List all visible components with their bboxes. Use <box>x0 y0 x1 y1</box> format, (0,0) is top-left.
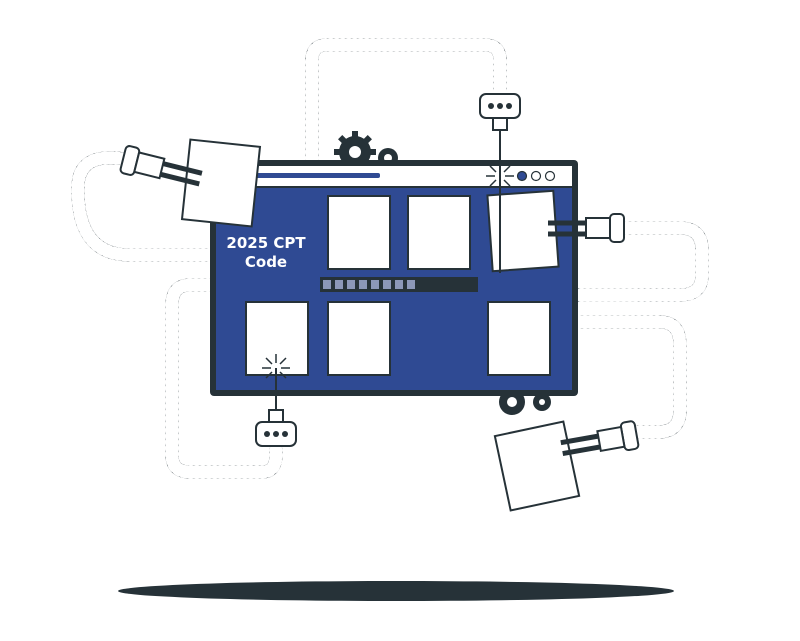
paper-sheet-icon <box>493 420 581 512</box>
content-tile <box>327 195 391 270</box>
usb-connector-icon <box>479 93 521 273</box>
caption-line-2: Code <box>244 253 288 271</box>
plug-icon <box>548 213 625 243</box>
gear-icon <box>533 393 551 411</box>
plug-icon <box>560 420 640 457</box>
spark-icon <box>486 165 514 187</box>
progress-segment <box>371 280 379 289</box>
progress-segment <box>383 280 391 289</box>
ground-shadow <box>118 581 674 601</box>
progress-segment <box>395 280 403 289</box>
paper-sheet-icon <box>486 189 560 273</box>
progress-segment <box>335 280 343 289</box>
usb-connector-icon <box>255 368 297 447</box>
address-bar <box>248 173 380 178</box>
content-tile <box>245 301 309 376</box>
progress-segment <box>347 280 355 289</box>
progress-segment <box>407 280 415 289</box>
cable-icon <box>571 315 687 439</box>
cpt-code-caption: 2025 CPT Code <box>214 234 318 272</box>
loading-bar <box>320 277 478 292</box>
progress-segment <box>323 280 331 289</box>
window-dot <box>516 170 528 182</box>
content-tile <box>327 301 391 376</box>
caption-line-1: 2025 CPT <box>226 234 306 252</box>
window-dot <box>530 170 542 182</box>
browser-window <box>210 160 578 396</box>
content-tile <box>407 195 471 270</box>
plug-icon <box>119 145 203 187</box>
cables <box>71 38 709 479</box>
window-dot <box>544 170 556 182</box>
spark-icon <box>262 354 290 379</box>
content-tile <box>487 301 551 376</box>
progress-segment <box>359 280 367 289</box>
